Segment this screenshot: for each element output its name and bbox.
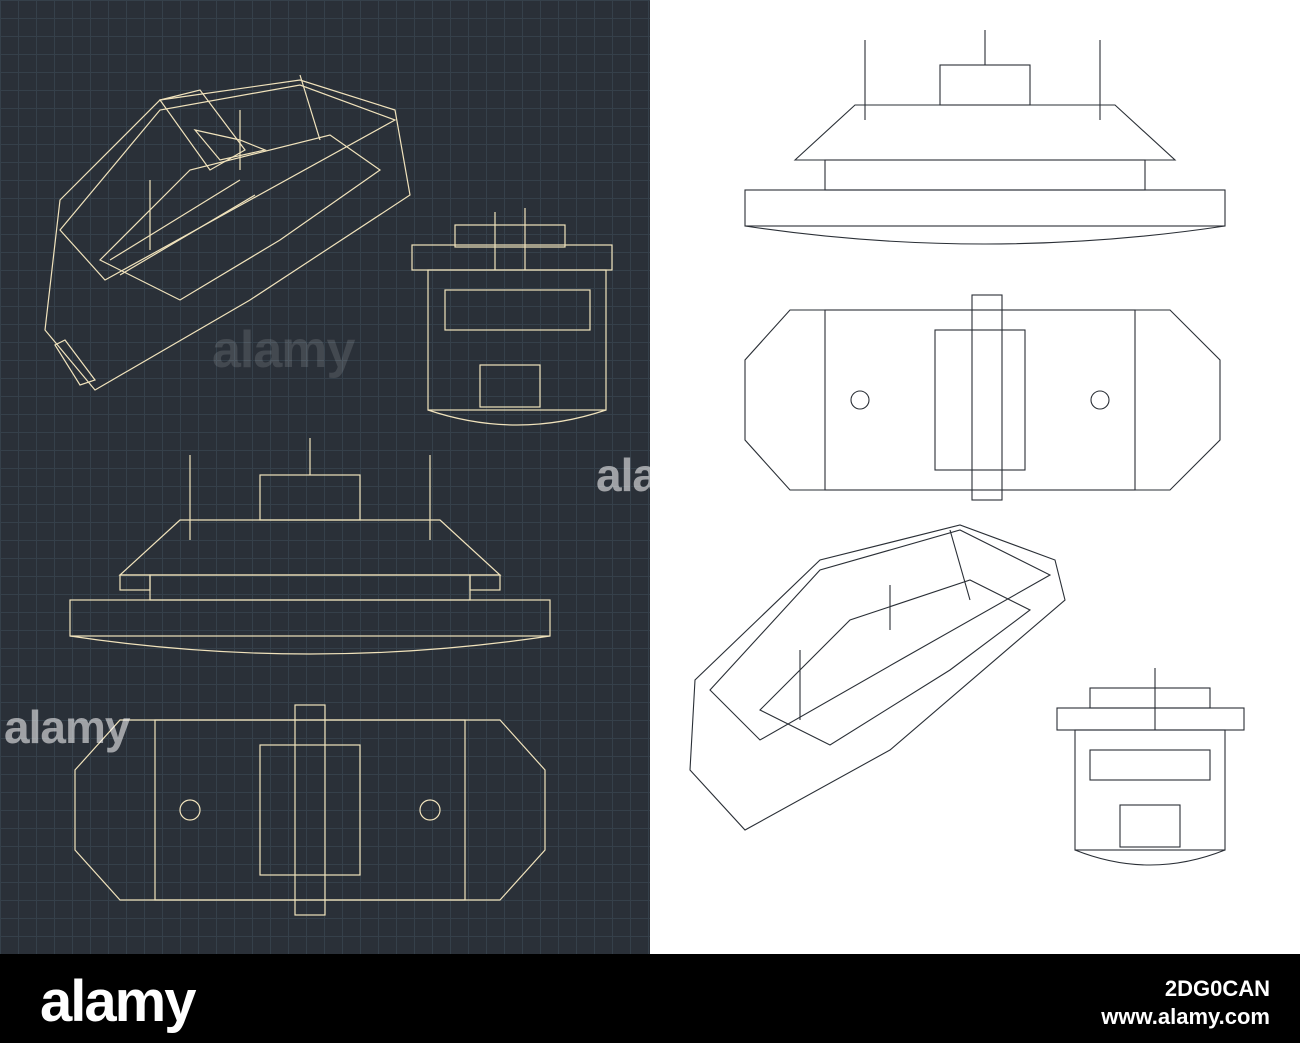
- watermark: alamy: [4, 701, 130, 753]
- watermark: alamy: [596, 449, 722, 501]
- side-view-light: [744, 30, 1226, 245]
- isometric-view-dark: [44, 74, 411, 391]
- front-view-light: [1056, 668, 1245, 866]
- site-url: www.alamy.com: [1101, 1004, 1270, 1029]
- alamy-logo: alamy: [40, 969, 196, 1034]
- front-view-dark: [411, 208, 613, 426]
- watermark: alamy: [212, 321, 355, 379]
- top-view-dark: [74, 704, 546, 916]
- dark-ferry-drawings: [44, 74, 613, 916]
- footer-bar: [0, 954, 1300, 1043]
- light-ferry-drawings: [689, 30, 1245, 866]
- isometric-view-light: [689, 524, 1066, 831]
- side-view-dark: [69, 438, 551, 655]
- dark-blueprint-panel: alamy alamy: [0, 0, 650, 954]
- stock-info: 2DG0CAN www.alamy.com: [1101, 975, 1270, 1031]
- top-view-light: [744, 294, 1221, 501]
- image-id: 2DG0CAN: [1164, 976, 1270, 1001]
- light-drawing-panel: [650, 0, 1300, 954]
